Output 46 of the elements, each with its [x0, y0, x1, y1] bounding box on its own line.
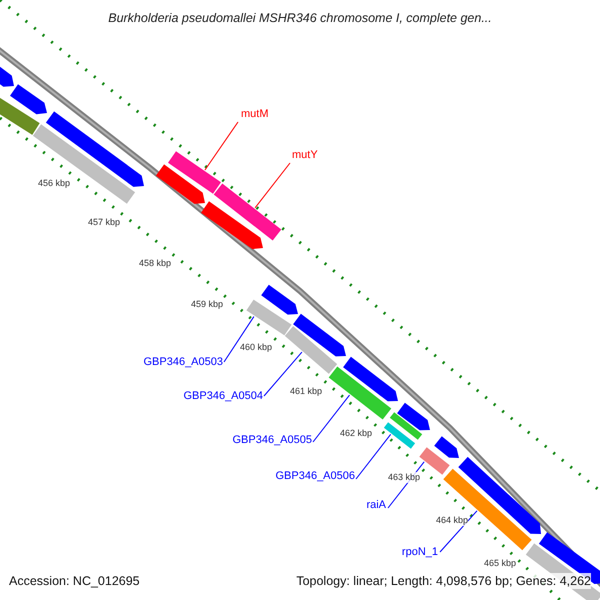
- gene-bar: [32, 124, 136, 204]
- gene-bar: [384, 422, 416, 449]
- gene-bar: [293, 314, 346, 356]
- gene-label: GBP346_A0505: [232, 433, 312, 447]
- gene-bar: [397, 402, 430, 430]
- gene-bar: [214, 184, 282, 240]
- accession-text: Accession: NC_012695: [9, 573, 140, 589]
- gene-label: raiA: [366, 498, 386, 512]
- scale-label: 463 kbp: [388, 472, 420, 483]
- leader-line: [254, 162, 290, 208]
- scale-label: 465 kbp: [484, 558, 516, 569]
- gene-bar: [168, 151, 221, 194]
- map-title: Burkholderia pseudomallei MSHR346 chromosome I, complete gen...: [107, 10, 493, 27]
- gene-bar: [328, 366, 392, 420]
- gene-bar: [246, 300, 292, 336]
- gene-bar: [419, 447, 450, 475]
- leader-line: [312, 394, 350, 442]
- leader-line: [356, 434, 392, 480]
- gene-label: rpoN_1: [402, 545, 438, 559]
- scale-label: 457 kbp: [88, 217, 120, 228]
- gene-label: GBP346_A0506: [275, 469, 355, 483]
- scale-label: 459 kbp: [191, 299, 224, 310]
- scale-label: 458 kbp: [139, 258, 172, 269]
- gene-bar: [0, 97, 40, 135]
- gene-bar: [156, 164, 205, 204]
- scale-label: 461 kbp: [290, 386, 322, 397]
- leader-line: [440, 510, 478, 552]
- scale-label: 456 kbp: [38, 178, 70, 189]
- gene-label: mutM: [241, 107, 268, 121]
- gene-label: GBP346_A0503: [143, 355, 223, 369]
- scale-label: 460 kbp: [240, 342, 272, 353]
- scale-label: 464 kbp: [436, 515, 468, 526]
- gene-bar: [390, 412, 422, 440]
- gene-bar: [284, 326, 338, 374]
- gene-bar: [10, 84, 47, 114]
- gene-label: mutY: [292, 148, 318, 162]
- gene-bar: [434, 436, 459, 458]
- gene-bar: [261, 284, 298, 315]
- gene-bar: [343, 356, 398, 402]
- leader-line: [224, 316, 254, 362]
- gene-label: GBP346_A0504: [183, 389, 263, 403]
- leader-line: [264, 352, 302, 396]
- scale-label: 462 kbp: [340, 428, 372, 439]
- genome-stats-text: Topology: linear; Length: 4,098,576 bp; Genes: 4,262: [296, 573, 591, 589]
- gene-bar: [201, 201, 263, 250]
- leader-line: [204, 122, 238, 170]
